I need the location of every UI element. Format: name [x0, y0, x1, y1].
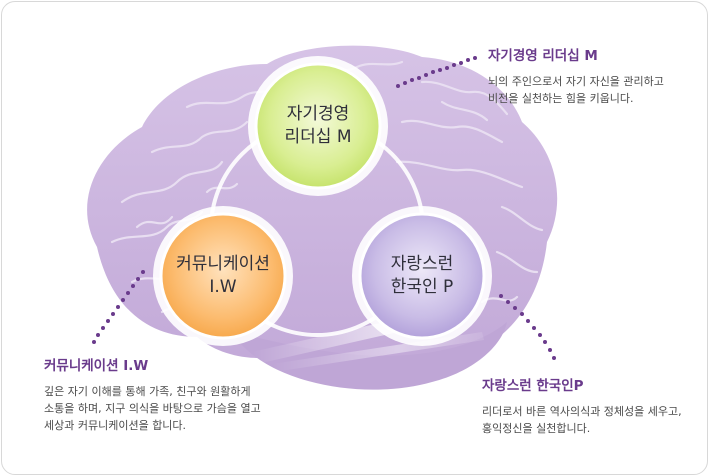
circle-right-line1: 자랑스런	[390, 254, 454, 274]
circle-label-self-leadership: 자기경영 리더십 M	[243, 103, 393, 149]
leader-dots	[92, 56, 556, 360]
circle-top-line1: 자기경영	[286, 104, 350, 124]
orange-circle	[159, 212, 287, 340]
purple-circle	[358, 212, 486, 340]
desc-communication-line: 깊은 자기 이해를 통해 가족, 친구와 원활하게	[44, 385, 251, 398]
desc-proud-korean-title: 자랑스런 한국인P	[482, 378, 584, 394]
desc-self-leadership-line: 비전을 실천하는 힘을 키웁니다.	[488, 92, 634, 105]
desc-communication-line: 소통을 하며, 지구 의식을 바탕으로 가슴을 열고	[44, 402, 261, 415]
desc-self-leadership-title: 자기경영 리더십 M	[488, 48, 598, 64]
desc-communication: 커뮤니케이션 I.W 깊은 자기 이해를 통해 가족, 친구와 원활하게 소통을…	[44, 354, 261, 434]
desc-proud-korean: 자랑스런 한국인P 리더로서 바른 역사의식과 정체성을 세우고, 홍익정신을 …	[482, 374, 682, 437]
green-circle	[254, 62, 382, 190]
circle-label-proud-korean: 자랑스런 한국인 P	[347, 253, 497, 299]
desc-communication-line: 세상과 커뮤니케이션을 합니다.	[44, 419, 187, 432]
desc-self-leadership: 자기경영 리더십 M 뇌의 주인으로서 자기 자신을 관리하고 비전을 실천하는…	[488, 44, 664, 107]
desc-proud-korean-line: 홍익정신을 실천합니다.	[482, 422, 591, 435]
circle-top-line2: 리더십 M	[284, 127, 352, 147]
circle-right-line2: 한국인 P	[390, 277, 454, 297]
circle-label-communication: 커뮤니케이션 I.W	[148, 253, 298, 299]
desc-proud-korean-line: 리더로서 바른 역사의식과 정체성을 세우고,	[482, 405, 682, 418]
circle-left-line2: I.W	[209, 277, 237, 297]
desc-self-leadership-line: 뇌의 주인으로서 자기 자신을 관리하고	[488, 75, 664, 88]
circle-left-line1: 커뮤니케이션	[176, 254, 270, 274]
desc-communication-title: 커뮤니케이션 I.W	[44, 358, 149, 374]
